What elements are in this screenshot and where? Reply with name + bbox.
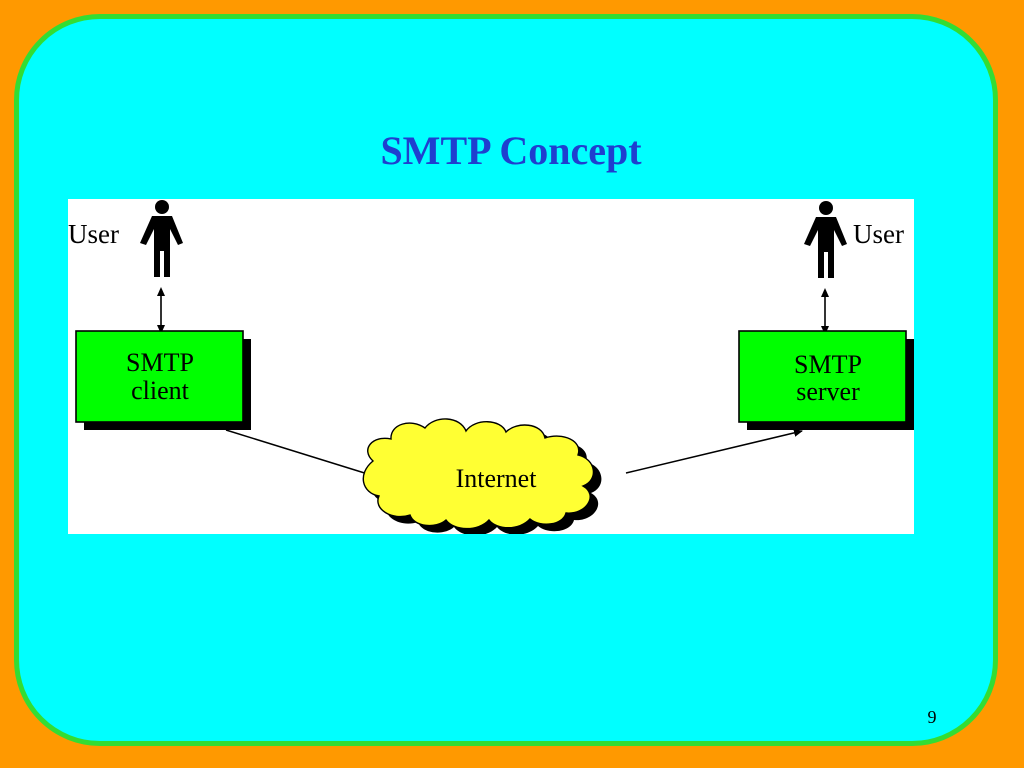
double-arrow-icon — [157, 287, 165, 334]
person-icon — [804, 201, 847, 278]
smtp-diagram: User User SMTP clie — [68, 199, 914, 534]
smtp-client-box: SMTP client — [75, 330, 251, 430]
diagram-canvas: User User SMTP clie — [68, 200, 914, 534]
smtp-server-line2: server — [796, 377, 860, 406]
page-number: 9 — [927, 707, 937, 727]
person-icon — [140, 200, 183, 277]
internet-label: Internet — [456, 464, 538, 493]
smtp-server-box: SMTP server — [738, 330, 914, 430]
internet-to-server-line — [625, 428, 803, 474]
smtp-server-line1: SMTP — [794, 350, 862, 379]
left-user-label: User — [68, 219, 119, 249]
smtp-client-line2: client — [131, 376, 190, 405]
slide-title: SMTP Concept — [380, 128, 642, 173]
cloud-icon: Internet — [362, 418, 602, 534]
right-user-label: User — [853, 219, 904, 249]
double-arrow-icon — [821, 288, 829, 335]
smtp-client-line1: SMTP — [126, 348, 194, 377]
client-to-internet-line — [225, 429, 372, 476]
